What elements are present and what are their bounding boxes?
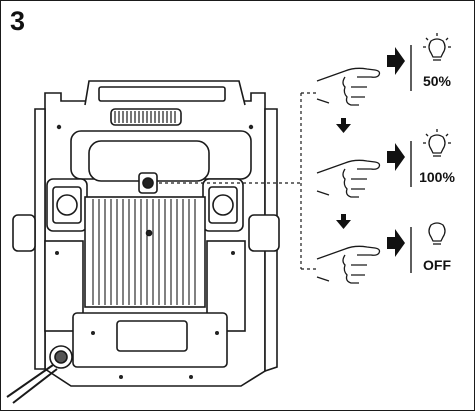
finger-press-icon	[316, 245, 381, 284]
lightbulb-off-icon	[428, 222, 446, 245]
press-row-50	[316, 33, 451, 106]
right-arrow-icon	[387, 143, 405, 171]
level-label-50: 50%	[422, 73, 452, 89]
step-number: 3	[10, 6, 26, 36]
down-arrow-icon	[336, 214, 351, 229]
right-arrow-icon	[387, 229, 405, 257]
press-row-off	[316, 222, 446, 284]
lightbulb-on-icon	[423, 33, 451, 61]
lightbulb-on-icon	[423, 129, 451, 157]
down-arrow-icon	[336, 118, 351, 133]
fixture-back-view	[6, 80, 280, 404]
level-label-100: 100%	[419, 169, 455, 185]
finger-press-icon	[316, 67, 381, 106]
leader-lines	[159, 92, 319, 270]
right-arrow-icon	[387, 47, 405, 75]
press-row-100	[316, 129, 451, 198]
level-label-off: OFF	[423, 257, 451, 273]
finger-press-icon	[316, 159, 381, 198]
